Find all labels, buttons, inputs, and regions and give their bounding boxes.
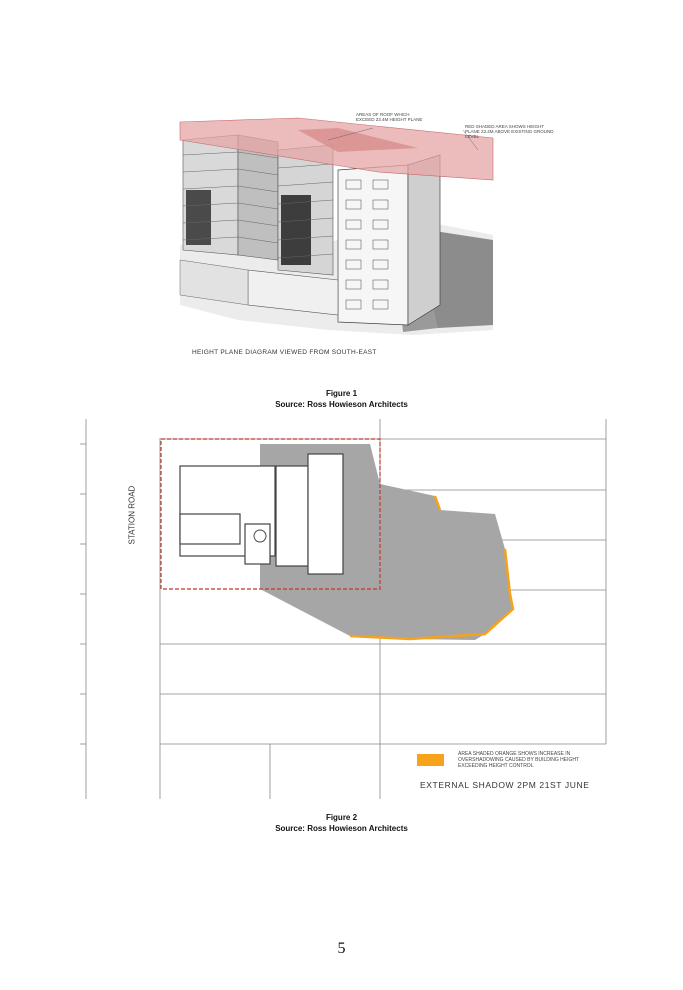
height-plane-diagram — [179, 117, 494, 335]
figure1-source: Source: Ross Howieson Architects — [275, 400, 408, 409]
page-number: 5 — [337, 940, 346, 957]
figure2-source: Source: Ross Howieson Architects — [275, 824, 408, 833]
shadow-title: EXTERNAL SHADOW 2PM 21ST JUNE — [420, 780, 590, 790]
diagram-caption: HEIGHT PLANE DIAGRAM VIEWED FROM SOUTH-E… — [192, 349, 377, 356]
overshadow-legend-swatch — [417, 754, 444, 766]
roof-exceedance-annotation: AREAS OF ROOF WHICH EXCEED 23.4M HEIGHT … — [356, 112, 423, 122]
station-road-label: STATION ROAD — [127, 485, 137, 545]
figure1-title: Figure 1 — [325, 389, 358, 398]
figure2-title: Figure 2 — [325, 813, 358, 822]
shadow-plan-diagram — [80, 419, 607, 799]
overshadow-legend-text: AREA SHADED ORANGE SHOWS INCREASE IN OVE… — [458, 751, 579, 769]
height-plane-annotation: RED SHADED AREA SHOWS HEIGHT PLANE 23.4M… — [465, 124, 554, 139]
